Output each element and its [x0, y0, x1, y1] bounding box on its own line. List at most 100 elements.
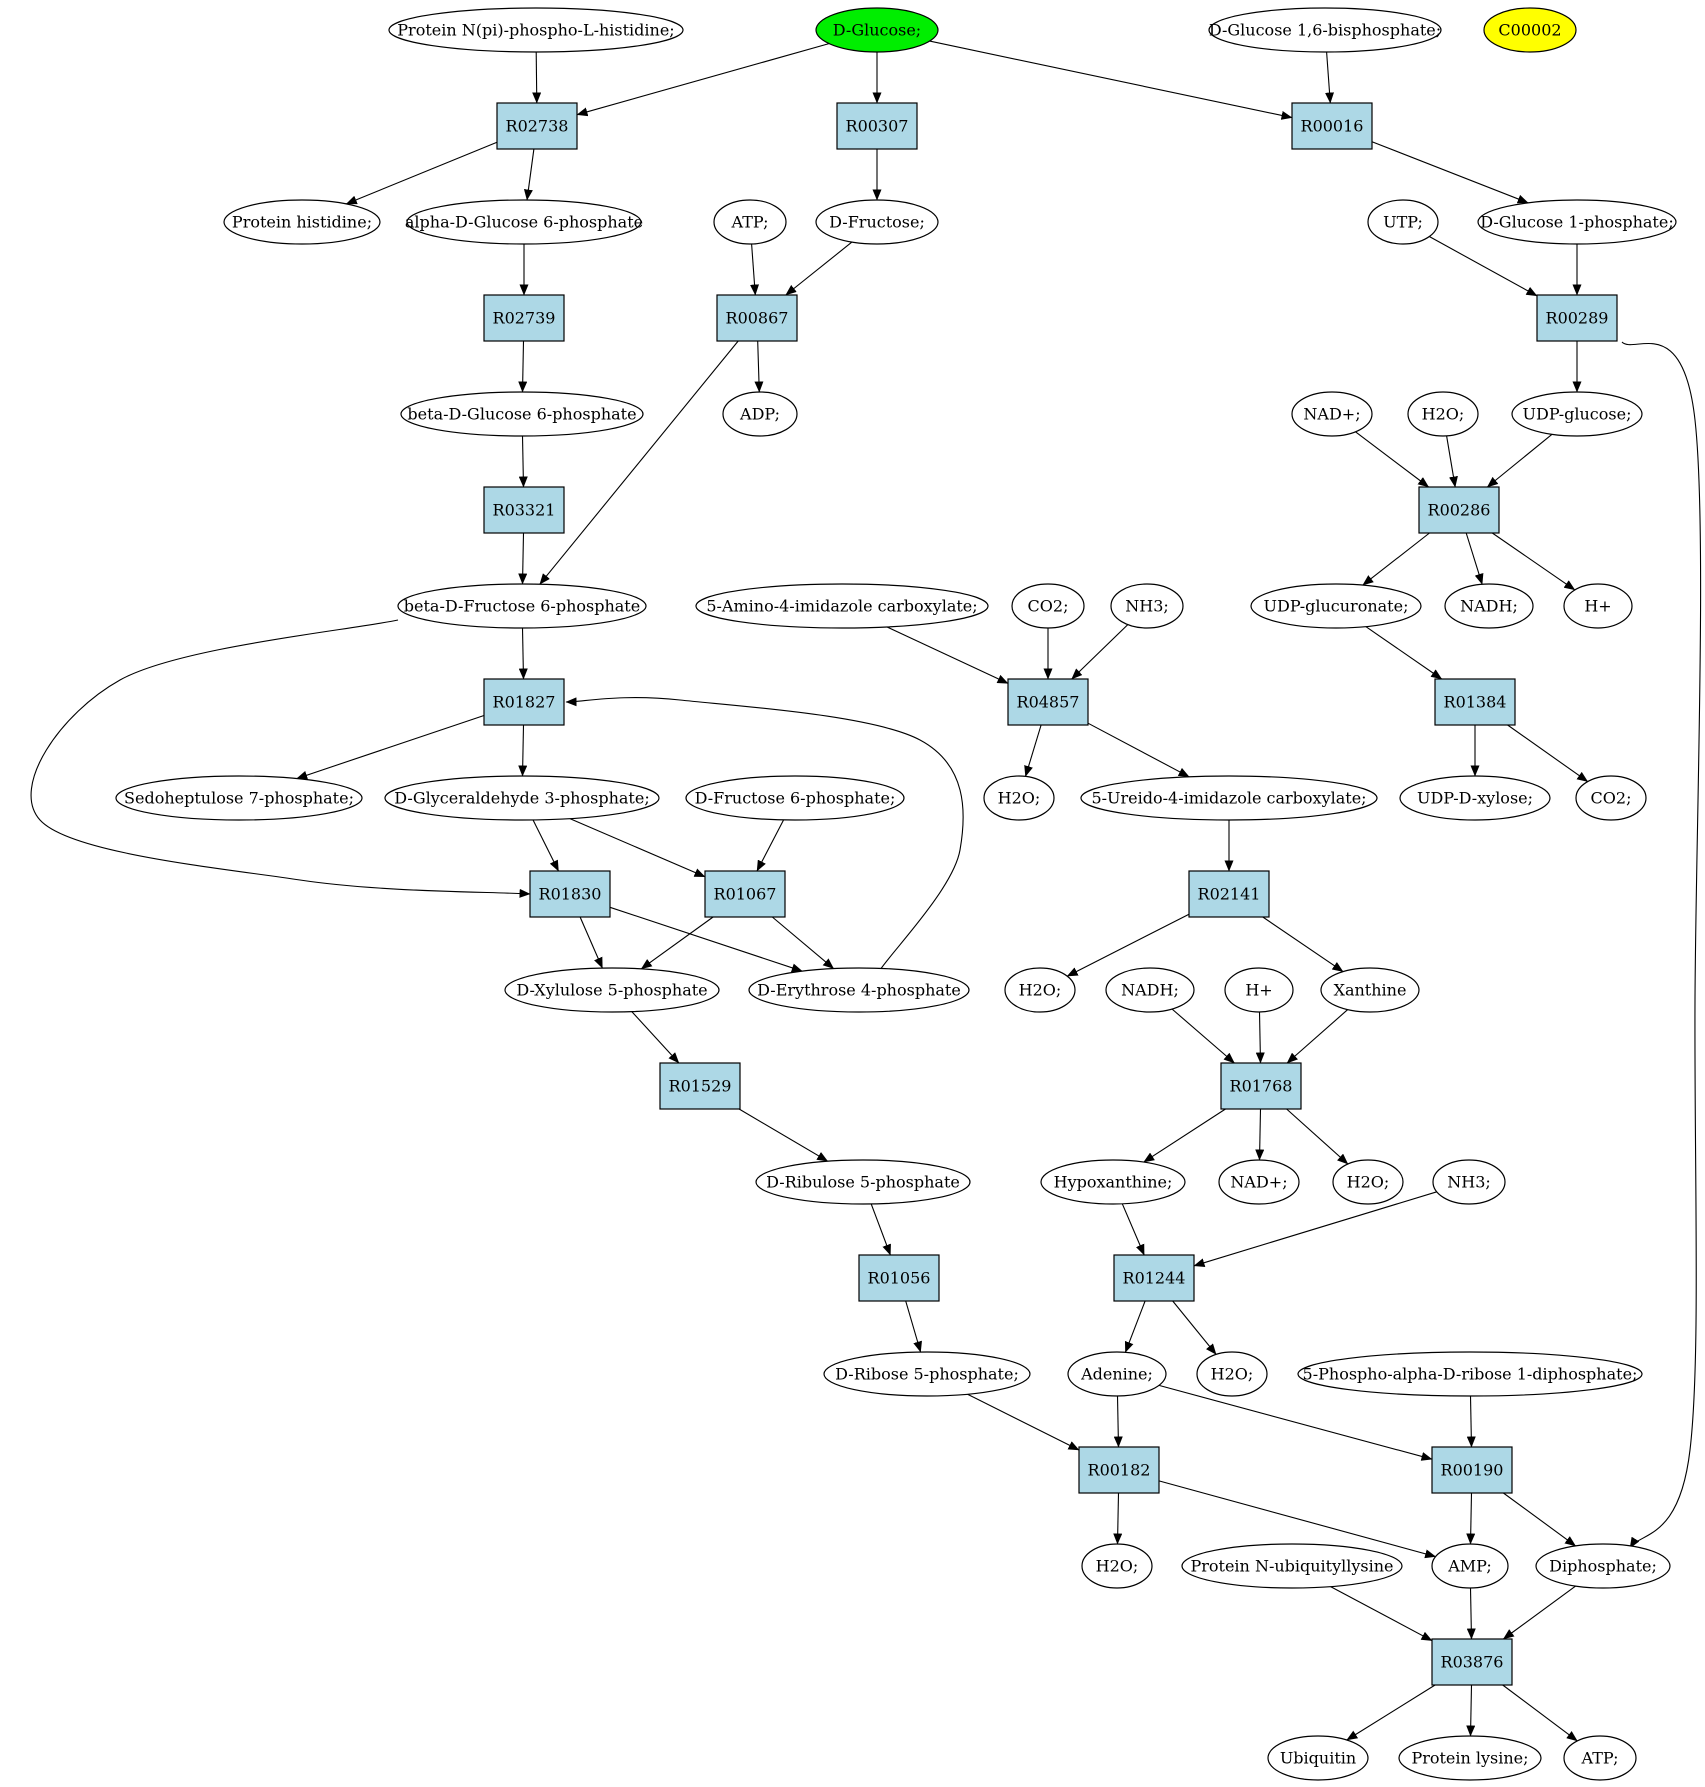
compound-node-nad-nad1[interactable]: NAD+;	[1291, 391, 1373, 437]
compound-node-h2o-h2o5[interactable]: H2O;	[1196, 1351, 1268, 1397]
edge-c-hp2-to-r-R01768	[1255, 1011, 1265, 1064]
reaction-node-r01244-r01244[interactable]: R01244	[1113, 1254, 1195, 1302]
compound-node-atp-atp2[interactable]: ATP;	[1563, 1735, 1637, 1781]
compound-node-h2o-h2o3[interactable]: H2O;	[1004, 967, 1076, 1013]
reaction-node-r00289-r00289[interactable]: R00289	[1536, 294, 1618, 342]
compound-node-d-xylulose-5-phosphate-x5p[interactable]: D-Xylulose 5-phosphate	[504, 967, 720, 1013]
compound-node-xanthine-xan[interactable]: Xanthine	[1320, 967, 1420, 1013]
reaction-node-r01529-r01529[interactable]: R01529	[659, 1062, 741, 1110]
reaction-node-r04857-r04857[interactable]: R04857	[1007, 678, 1089, 726]
reaction-node-r01768-r01768[interactable]: R01768	[1220, 1062, 1302, 1110]
compound-ellipse	[983, 775, 1055, 821]
compound-node-udp-d-xylose-udpx[interactable]: UDP-D-xylose;	[1399, 775, 1551, 821]
compound-node-nadh-nadh1[interactable]: NADH;	[1444, 583, 1534, 629]
node-label: H2O;	[998, 789, 1041, 808]
compound-node-beta-d-glucose-6-phosphate-bg6p[interactable]: beta-D-Glucose 6-phosphate	[400, 391, 644, 437]
compound-ellipse	[815, 7, 939, 53]
reaction-node-r00286-r00286[interactable]: R00286	[1418, 486, 1500, 534]
edge-c-e4p-to-r-R01827	[565, 697, 964, 971]
compound-node-d-fructose-6-phosphate-f6p[interactable]: D-Fructose 6-phosphate;	[685, 775, 905, 821]
edge-c-utp-to-r-R00289	[1429, 236, 1538, 297]
node-label: NH3;	[1125, 597, 1169, 616]
compound-node-co2-co2b[interactable]: CO2;	[1575, 775, 1647, 821]
reaction-node-r02738-r02738[interactable]: R02738	[496, 102, 578, 150]
edge-c-pnph-to-r-R02738	[532, 51, 542, 104]
reaction-node-r00016-r00016[interactable]: R00016	[1291, 102, 1373, 150]
compound-node-nad-nad2[interactable]: NAD+;	[1218, 1159, 1300, 1205]
compound-node-d-glyceraldehyde-3-phosphate-ga3p[interactable]: D-Glyceraldehyde 3-phosphate;	[384, 775, 660, 821]
node-label: NH3;	[1447, 1173, 1491, 1192]
compound-node-d-glucose-1-6-bisphosphate-dg16bp[interactable]: D-Glucose 1,6-bisphosphate;	[1208, 7, 1442, 53]
edge-r-R00286-to-c-hp1	[1491, 532, 1576, 591]
reaction-node-r00867-r00867[interactable]: R00867	[716, 294, 798, 342]
compound-node-atp-atp1[interactable]: ATP;	[713, 199, 787, 245]
compound-node-nadh-nadh2[interactable]: NADH;	[1105, 967, 1195, 1013]
reaction-box	[1418, 486, 1500, 534]
compound-ellipse	[695, 583, 989, 629]
reaction-node-r01056-r01056[interactable]: R01056	[858, 1254, 940, 1302]
edge-r-R00867-to-c-bf6p	[539, 340, 739, 585]
compound-node-protein-n-ubiquityllysine-pnub[interactable]: Protein N-ubiquityllysine	[1181, 1543, 1403, 1589]
reaction-node-r01827-r01827[interactable]: R01827	[483, 678, 565, 726]
compound-node-c00002-c00002[interactable]: C00002	[1483, 7, 1577, 53]
reaction-node-r00307-r00307[interactable]: R00307	[836, 102, 918, 150]
compound-node-h-hp2[interactable]: H+	[1224, 967, 1294, 1013]
edge-c-ade-to-r-R00190	[1158, 1384, 1433, 1461]
compound-node-protein-histidine-phis[interactable]: Protein histidine;	[223, 199, 381, 245]
compound-node-d-glucose-dglc[interactable]: D-Glucose;	[815, 7, 939, 53]
edge-c-nadh2-to-r-R01768	[1171, 1008, 1235, 1064]
compound-node-5-amino-4-imidazole-carboxylate-aicarb[interactable]: 5-Amino-4-imidazole carboxylate;	[695, 583, 989, 629]
compound-node-diphosphate-ppi[interactable]: Diphosphate;	[1535, 1543, 1671, 1589]
edge-r-R00190-to-c-amp	[1466, 1492, 1476, 1545]
compound-node-co2-co2a[interactable]: CO2;	[1011, 583, 1085, 629]
compound-node-5-phospho-alpha-d-ribose-1-diphosphate-prpp[interactable]: 5-Phospho-alpha-D-ribose 1-diphosphate;	[1297, 1351, 1643, 1397]
reaction-node-r03321-r03321[interactable]: R03321	[483, 486, 565, 534]
edge-r-R01830-to-c-x5p	[579, 916, 603, 969]
compound-node-h2o-h2o2[interactable]: H2O;	[983, 775, 1055, 821]
compound-node-hypoxanthine-hyp[interactable]: Hypoxanthine;	[1040, 1159, 1186, 1205]
compound-node-udp-glucuronate-udpgl[interactable]: UDP-glucuronate;	[1250, 583, 1422, 629]
compound-node-sedoheptulose-7-phosphate-s7p[interactable]: Sedoheptulose 7-phosphate;	[115, 775, 363, 821]
compound-node-h2o-h2o4[interactable]: H2O;	[1332, 1159, 1404, 1205]
compound-node-protein-n-pi-phospho-l-histidine-pnph[interactable]: Protein N(pi)-phospho-L-histidine;	[388, 7, 684, 53]
edges	[30, 40, 1702, 1742]
edge-c-bf6p-to-r-R01827	[518, 627, 528, 680]
reaction-node-r03876-r03876[interactable]: R03876	[1431, 1638, 1513, 1686]
compound-node-beta-d-fructose-6-phosphate-bf6p[interactable]: beta-D-Fructose 6-phosphate	[397, 583, 647, 629]
compound-node-adp-adp[interactable]: ADP;	[722, 391, 798, 437]
reaction-node-r01830-r01830[interactable]: R01830	[529, 870, 611, 918]
edge-c-pnub-to-r-R03876	[1330, 1586, 1433, 1642]
compound-node-alpha-d-glucose-6-phosphate-ag6p[interactable]: alpha-D-Glucose 6-phosphate	[405, 199, 643, 245]
node-label: Adenine;	[1080, 1365, 1153, 1384]
compound-ellipse	[388, 7, 684, 53]
compound-node-udp-glucose-udpg[interactable]: UDP-glucose;	[1511, 391, 1643, 437]
node-label: ATP;	[1581, 1749, 1619, 1768]
reaction-node-r01384-r01384[interactable]: R01384	[1434, 678, 1516, 726]
compound-node-h-hp1[interactable]: H+	[1563, 583, 1633, 629]
node-label: beta-D-Fructose 6-phosphate	[404, 597, 640, 616]
compound-node-5-ureido-4-imidazole-carboxylate-uicarb[interactable]: 5-Ureido-4-imidazole carboxylate;	[1080, 775, 1378, 821]
compound-node-d-ribulose-5-phosphate-ru5p[interactable]: D-Ribulose 5-phosphate	[755, 1159, 971, 1205]
compound-node-utp-utp[interactable]: UTP;	[1367, 199, 1439, 245]
compound-node-h2o-h2o6[interactable]: H2O;	[1081, 1543, 1153, 1589]
compound-node-d-glucose-1-phosphate-g1p[interactable]: D-Glucose 1-phosphate;	[1477, 199, 1677, 245]
compound-node-d-erythrose-4-phosphate-e4p[interactable]: D-Erythrose 4-phosphate	[748, 967, 970, 1013]
compound-node-protein-lysine-plys[interactable]: Protein lysine;	[1398, 1735, 1542, 1781]
reaction-node-r02739-r02739[interactable]: R02739	[483, 294, 565, 342]
compound-node-nh3-nh3a[interactable]: NH3;	[1110, 583, 1184, 629]
compound-node-amp-amp[interactable]: AMP;	[1431, 1543, 1509, 1589]
compound-ellipse	[1291, 391, 1373, 437]
edge-c-ade-to-r-R00182	[1113, 1395, 1123, 1448]
compound-node-d-ribose-5-phosphate-r5p[interactable]: D-Ribose 5-phosphate;	[823, 1351, 1031, 1397]
compound-node-adenine-ade[interactable]: Adenine;	[1067, 1351, 1167, 1397]
node-label: Ubiquitin	[1280, 1749, 1356, 1768]
compound-node-nh3-nh3b[interactable]: NH3;	[1432, 1159, 1506, 1205]
reaction-node-r00182-r00182[interactable]: R00182	[1078, 1446, 1160, 1494]
compound-node-h2o-h2o1[interactable]: H2O;	[1407, 391, 1479, 437]
compound-node-ubiquitin-ubq[interactable]: Ubiquitin	[1267, 1735, 1369, 1781]
compound-node-d-fructose-dfru[interactable]: D-Fructose;	[815, 199, 939, 245]
edge-c-ru5p-to-r-R01056	[870, 1203, 891, 1256]
reaction-node-r00190-r00190[interactable]: R00190	[1431, 1446, 1513, 1494]
reaction-node-r02141-r02141[interactable]: R02141	[1188, 870, 1270, 918]
reaction-node-r01067-r01067[interactable]: R01067	[704, 870, 786, 918]
